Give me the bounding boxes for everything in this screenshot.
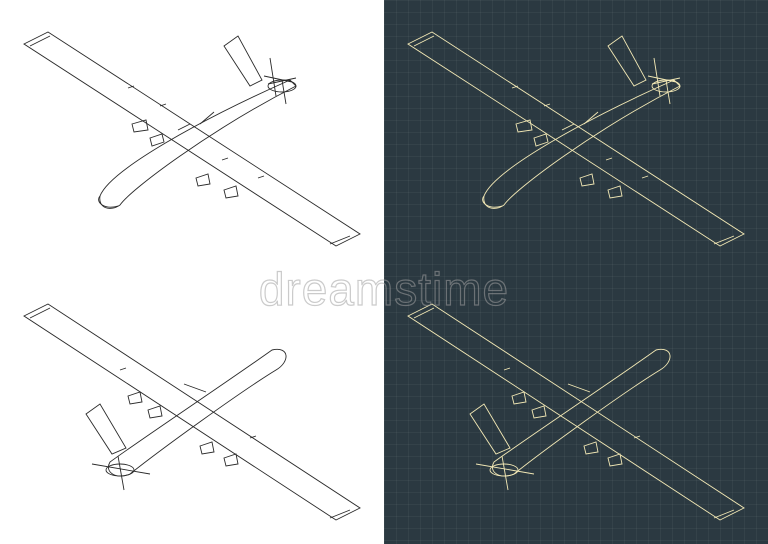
light-drawings <box>23 31 361 521</box>
dark-panel <box>384 0 768 544</box>
light-panel <box>23 31 361 521</box>
drone-bottom-light <box>23 303 361 521</box>
drone-bottom-dark <box>407 303 745 521</box>
dark-drawings <box>407 31 745 521</box>
drone-top-light <box>23 31 361 247</box>
drone-top-dark <box>407 31 745 247</box>
